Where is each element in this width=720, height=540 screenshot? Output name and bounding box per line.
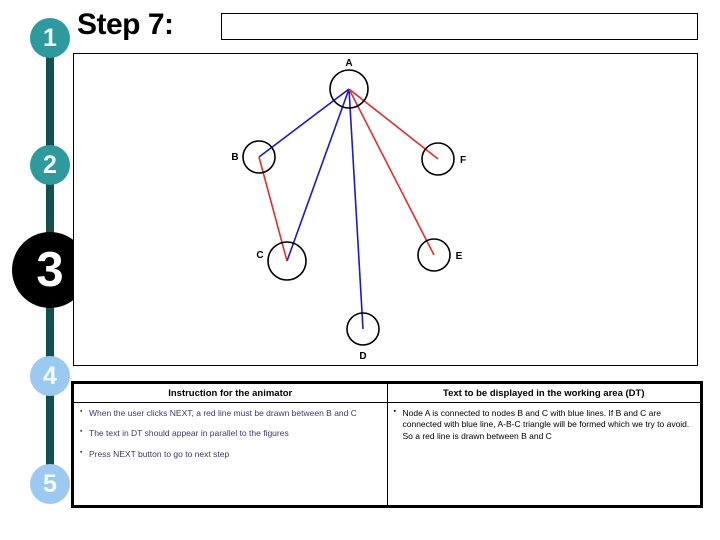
step-indicator-4[interactable]: 4 bbox=[30, 356, 70, 396]
list-item: The text in DT should appear in parallel… bbox=[80, 427, 381, 439]
step-title-input[interactable] bbox=[221, 13, 698, 40]
table-header-row: Instruction for the animator Text to be … bbox=[73, 383, 701, 403]
specification-table: Instruction for the animator Text to be … bbox=[71, 381, 703, 508]
edge-A-F bbox=[348, 88, 439, 160]
step-number-4: 4 bbox=[43, 361, 57, 390]
node-label-E: E bbox=[456, 251, 463, 262]
step-indicator-1[interactable]: 1 bbox=[30, 18, 70, 58]
list-item: Node A is connected to nodes B and C wit… bbox=[394, 407, 695, 442]
table-body-row: When the user clicks NEXT, a red line mu… bbox=[73, 402, 701, 506]
cell-instructions: When the user clicks NEXT, a red line mu… bbox=[73, 402, 388, 506]
list-item: When the user clicks NEXT, a red line mu… bbox=[80, 407, 381, 419]
edge-A-C bbox=[286, 88, 350, 262]
working-area-canvas[interactable]: A B C D E F bbox=[73, 53, 698, 366]
node-C[interactable] bbox=[267, 241, 307, 281]
instruction-list: When the user clicks NEXT, a red line mu… bbox=[80, 407, 381, 460]
node-label-A: A bbox=[345, 58, 352, 69]
step-number-2: 2 bbox=[43, 150, 57, 179]
header-bar: Step 7: bbox=[73, 4, 703, 46]
step-number-3: 3 bbox=[36, 242, 64, 297]
edge-B-C bbox=[258, 156, 288, 262]
node-F[interactable] bbox=[421, 142, 455, 176]
edge-A-B bbox=[258, 88, 350, 158]
graph-diagram: A B C D E F bbox=[231, 58, 466, 362]
step-indicator-2[interactable]: 2 bbox=[30, 145, 70, 185]
step-number-5: 5 bbox=[43, 469, 57, 498]
step-number-1: 1 bbox=[43, 23, 57, 52]
node-label-C: C bbox=[256, 250, 263, 261]
node-B[interactable] bbox=[242, 140, 276, 174]
edge-A-D bbox=[348, 88, 364, 330]
step-indicator-5[interactable]: 5 bbox=[30, 464, 70, 504]
edge-A-E bbox=[348, 88, 435, 256]
node-label-F: F bbox=[460, 155, 466, 166]
column-header-instruction: Instruction for the animator bbox=[73, 383, 388, 403]
page-title: Step 7: bbox=[77, 8, 174, 41]
dt-text-list: Node A is connected to nodes B and C wit… bbox=[394, 407, 695, 442]
list-item: Press NEXT button to go to next step bbox=[80, 448, 381, 460]
node-E[interactable] bbox=[417, 238, 451, 272]
cell-dt-text: Node A is connected to nodes B and C wit… bbox=[386, 402, 701, 506]
node-D[interactable] bbox=[346, 312, 380, 346]
node-label-B: B bbox=[231, 152, 238, 163]
node-A[interactable] bbox=[329, 69, 369, 109]
column-header-dt: Text to be displayed in the working area… bbox=[386, 383, 701, 403]
node-label-D: D bbox=[359, 351, 366, 362]
